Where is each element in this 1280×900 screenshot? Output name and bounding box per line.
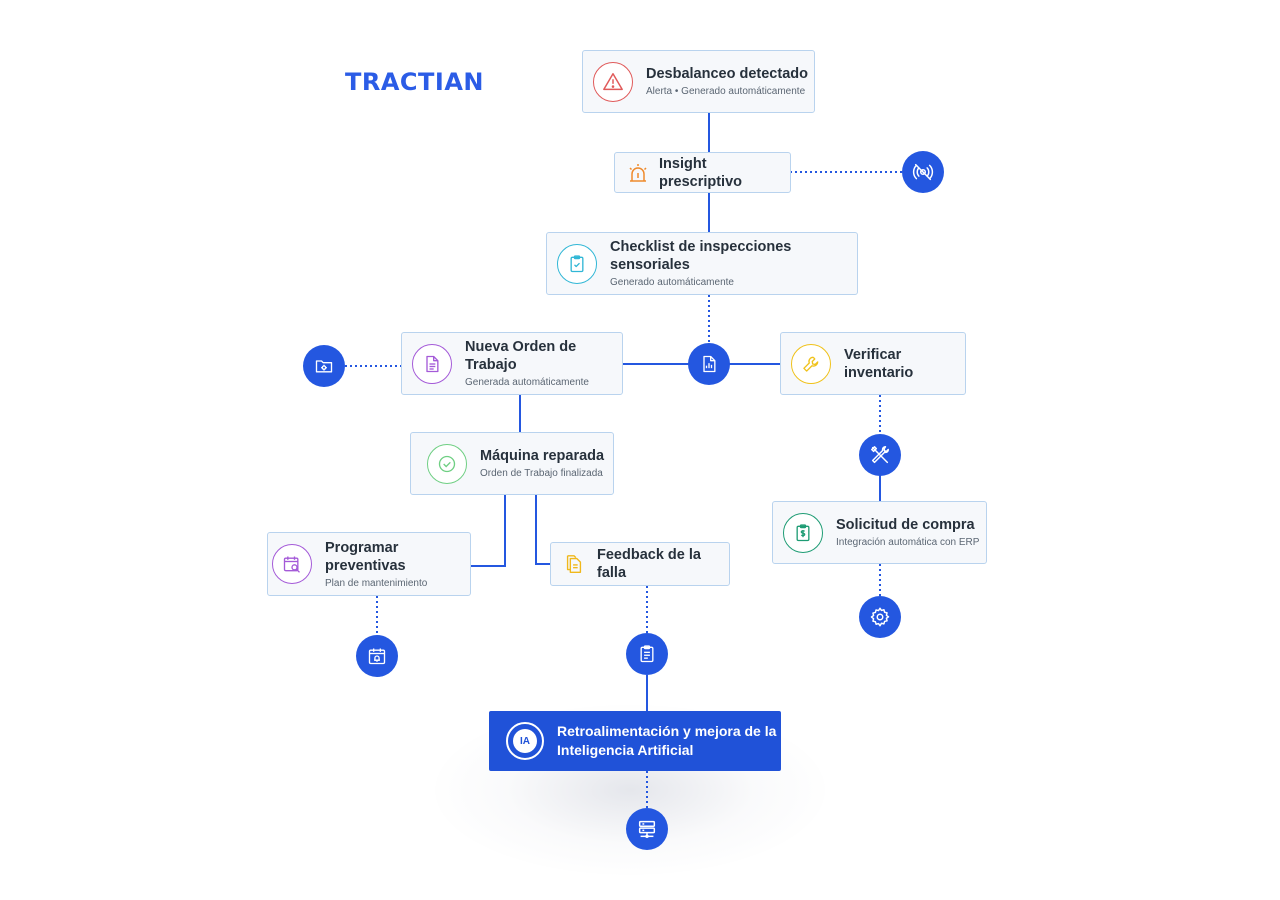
node-preventivas[interactable]: Programar preventivas Plan de mantenimie… [267,532,471,596]
report-icon[interactable] [688,343,730,385]
node-insight[interactable]: Insight prescriptivo [614,152,791,193]
clipboard-check-icon [557,243,597,284]
node-subtitle: Orden de Trabajo finalizada [480,468,603,479]
node-feedback[interactable]: Feedback de la falla [550,542,730,586]
node-compra[interactable]: Solicitud de compra Integración automáti… [772,501,987,564]
ai-refresh-icon: IA [506,722,544,760]
tractian-logo: TRACTIAN [345,68,484,96]
node-subtitle: Plan de mantenimiento [325,577,428,589]
node-inventario[interactable]: Verificar inventario [780,332,966,395]
node-ia[interactable]: IA Retroalimentación y mejora de la Inte… [489,711,781,771]
wrench-icon [791,343,831,384]
node-subtitle: Generada automáticamente [465,377,589,388]
node-orden[interactable]: Nueva Orden de Trabajo Generada automáti… [401,332,623,395]
node-title: Máquina reparada [480,448,605,464]
clipboard-dollar-icon [783,512,823,553]
gear-icon[interactable] [859,596,901,638]
folder-gear-icon[interactable] [303,345,345,387]
node-title: Feedback de la falla [597,547,701,581]
server-icon[interactable] [626,808,668,850]
node-subtitle: Integración automática con ERP [836,537,980,548]
node-subtitle: Generado automáticamente [610,277,734,288]
calendar-search-icon [272,544,312,584]
tools-icon[interactable] [859,434,901,476]
node-title: Insight prescriptivo [659,155,742,190]
node-checklist[interactable]: Checklist de inspecciones sensoriales Ge… [546,232,858,295]
warning-icon [593,61,633,102]
node-title-line2: Inteligencia Artificial [557,742,694,758]
node-title-line1: Retroalimentación y mejora de la [557,723,777,739]
node-title: Nueva Orden de Trabajo [465,339,577,373]
node-title: Verificar inventario [844,346,914,381]
calendar-bell-icon[interactable] [356,635,398,677]
siren-icon [625,160,651,186]
node-title: Desbalanceo detectado [646,66,808,82]
sensor-waves-icon[interactable] [902,151,944,193]
node-title: Checklist de inspecciones sensoriales [610,239,792,273]
ia-badge: IA [513,729,537,753]
documents-icon [561,551,587,577]
clipboard-list-icon[interactable] [626,633,668,675]
document-icon [412,343,452,384]
line-maquina-preventivas [470,494,506,567]
line-maquina-feedback [535,494,551,565]
node-title: Solicitud de compra [836,517,975,533]
node-subtitle: Alerta • Generado automáticamente [646,86,806,97]
node-maquina[interactable]: Máquina reparada Orden de Trabajo finali… [410,432,614,495]
node-desbalanceo[interactable]: Desbalanceo detectado Alerta • Generado … [582,50,815,113]
node-title: Programar preventivas [325,539,406,574]
check-circle-icon [427,443,467,484]
